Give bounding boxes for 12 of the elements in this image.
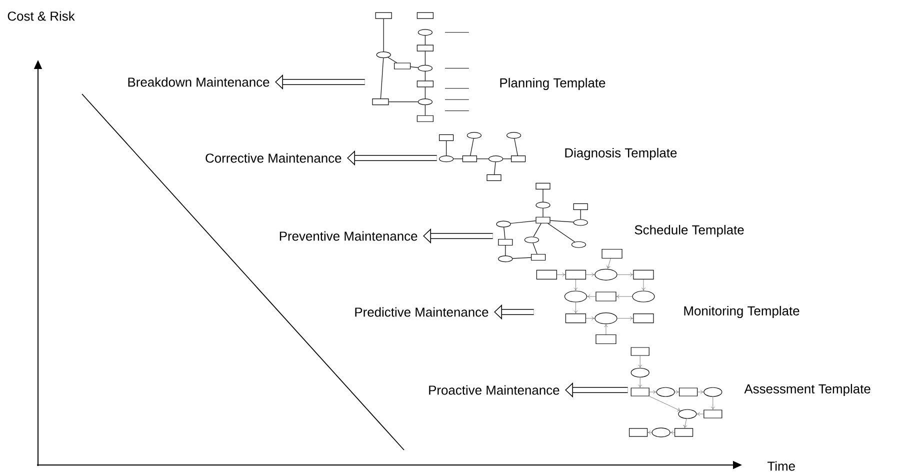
maintenance-label: Corrective Maintenance: [206, 153, 342, 163]
template-label: Assessment Template: [744, 384, 870, 396]
maintenance-label: Breakdown Maintenance: [128, 77, 270, 87]
axis-label: Time: [768, 461, 795, 471]
template-label: Monitoring Template: [684, 306, 800, 318]
template-label: Planning Template: [500, 78, 606, 90]
template-label: Schedule Template: [634, 224, 744, 238]
maintenance-label: Predictive Maintenance: [355, 307, 488, 317]
axis-label: Cost & Risk: [8, 11, 75, 21]
maintenance-label: Proactive Maintenance: [429, 385, 560, 395]
template-label: Diagnosis Template: [565, 148, 677, 160]
maintenance-label: Preventive Maintenance: [280, 231, 418, 241]
